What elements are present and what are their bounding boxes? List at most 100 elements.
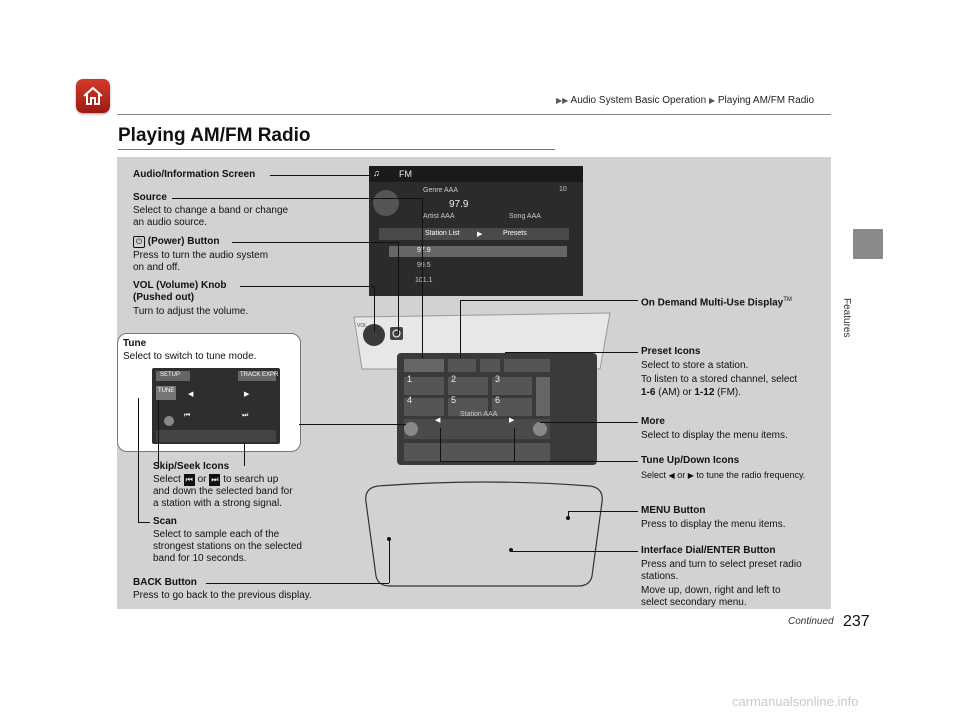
screen-band: FM: [399, 169, 412, 179]
label-menu: MENU Button: [641, 505, 706, 516]
dial-desc-4: select secondary menu.: [641, 597, 747, 608]
screen-tab-arrow-icon: ▶: [477, 231, 483, 238]
leader-line: [505, 352, 638, 353]
tune-mode-button[interactable]: TUNE: [158, 388, 175, 394]
leader-line: [460, 300, 461, 358]
label-preset: Preset Icons: [641, 346, 701, 357]
skip-desc-1: Select ⏮ or ⏭ to search up: [153, 474, 279, 486]
preset-icon[interactable]: [404, 377, 444, 395]
preset-desc-3: 1-6 (AM) or 1-12 (FM).: [641, 387, 742, 398]
source-button[interactable]: [404, 359, 444, 372]
fm-logo: [373, 190, 399, 216]
label-audio-screen: Audio/Information Screen: [133, 169, 256, 180]
screen-tab-station-list[interactable]: Station List: [425, 230, 460, 237]
label-scan: Scan: [153, 516, 177, 527]
preset-desc-2: To listen to a stored channel, select: [641, 374, 798, 385]
menu-desc: Press to display the menu items.: [641, 519, 786, 530]
source-desc-1: Select to change a band or change: [133, 205, 289, 216]
preset-icon[interactable]: [492, 398, 532, 416]
leader-line: [158, 400, 159, 466]
vol-label: VOL: [357, 323, 368, 329]
leader-line: [568, 511, 638, 512]
station-row-selected[interactable]: [389, 246, 567, 257]
home-icon: [83, 86, 103, 105]
leader-line: [172, 198, 422, 199]
seek-down-icon[interactable]: ⏮: [184, 412, 191, 419]
leader-line: [299, 424, 406, 425]
leader-line: [270, 175, 370, 176]
station-row[interactable]: 97.9: [417, 247, 431, 254]
section-tab[interactable]: [853, 229, 883, 259]
station-row[interactable]: 99.5: [417, 262, 431, 269]
continued-label: Continued: [788, 616, 834, 627]
leader-line: [240, 286, 374, 287]
label-vol-sub: (Pushed out): [133, 292, 195, 303]
preset-label-1: 1: [407, 374, 413, 384]
seek-forward-icon: ⏭: [209, 474, 221, 486]
label-skip: Skip/Seek Icons: [153, 461, 230, 472]
breadcrumb-arrow-icon: ▶▶: [556, 96, 569, 105]
screen-artist: Artist AAA: [423, 213, 455, 220]
leader-line: [389, 540, 390, 583]
skip-up-icon[interactable]: ▶: [244, 391, 250, 398]
tune-up-icon: ▶: [687, 471, 694, 480]
leader-line: [540, 422, 638, 423]
leader-line: [138, 398, 139, 522]
preset-icon[interactable]: [448, 398, 488, 416]
screen-tab-presets[interactable]: Presets: [503, 230, 527, 237]
home-button[interactable]: [76, 79, 110, 113]
leader-line: [138, 522, 150, 523]
skip-down-icon[interactable]: ◀: [188, 391, 194, 398]
preset-icon[interactable]: [448, 377, 488, 395]
tune-down-icon: ◀: [668, 471, 675, 480]
tune-title: Tune: [123, 338, 147, 349]
preset-icon[interactable]: [492, 377, 532, 395]
breadcrumb-link-audio[interactable]: Audio System Basic Operation: [570, 95, 707, 106]
center-console: [353, 312, 611, 465]
station-row[interactable]: 101.1: [415, 277, 433, 284]
power-desc-2: on and off.: [133, 262, 181, 273]
seek-up-icon[interactable]: ⏭: [242, 412, 249, 419]
scan-desc-3: band for 10 seconds.: [153, 553, 247, 564]
power-button[interactable]: [390, 327, 403, 340]
header-divider: [117, 114, 831, 115]
label-dial: Interface Dial/ENTER Button: [641, 545, 776, 556]
screen-genre: Genre AAA: [423, 187, 459, 194]
leader-line: [440, 428, 441, 461]
leader-line: [422, 198, 423, 358]
audio-screen: ♫ FM Genre AAA 10 97.9 Artist AAA Song A…: [369, 166, 583, 296]
label-tune-updown: Tune Up/Down Icons: [641, 455, 740, 466]
tune-down-icon[interactable]: ◀: [435, 417, 441, 424]
section-label: Features: [841, 298, 852, 338]
preset-label-2: 2: [451, 374, 457, 384]
power-icon: ⏻: [133, 236, 145, 248]
leader-line: [568, 511, 569, 519]
leader-line: [374, 286, 375, 332]
breadcrumb: ▶▶ Audio System Basic Operation ▶ Playin…: [556, 95, 814, 106]
page-number: 237: [843, 613, 870, 630]
preset-scroll-button[interactable]: [536, 377, 550, 416]
volume-knob[interactable]: [363, 324, 385, 346]
preset-label-5: 5: [451, 395, 457, 405]
screen-frequency: 97.9: [449, 199, 469, 210]
back-button[interactable]: [387, 537, 391, 541]
preset-label-4: 4: [407, 395, 413, 405]
vol-desc: Turn to adjust the volume.: [133, 306, 249, 317]
label-source: Source: [133, 192, 167, 203]
scan-icon[interactable]: [164, 416, 174, 426]
power-desc-1: Press to turn the audio system: [133, 250, 269, 261]
more-icon[interactable]: [533, 422, 547, 436]
preset-icon[interactable]: [404, 398, 444, 416]
leader-line: [511, 551, 638, 552]
screen-song: Song AAA: [509, 213, 541, 220]
watermark: carmanualsonline.info: [732, 694, 859, 709]
skip-desc-3: a station with a strong signal.: [153, 498, 282, 509]
tune-up-icon[interactable]: ▶: [509, 417, 515, 424]
label-power: ⏻ (Power) Button: [133, 236, 219, 248]
console-station-name: Station AAA: [460, 411, 498, 418]
tune-setup-button[interactable]: SETUP: [160, 372, 181, 378]
breadcrumb-link-radio[interactable]: Playing AM/FM Radio: [717, 95, 815, 106]
tune-icon[interactable]: [404, 422, 418, 436]
tune-track-button[interactable]: TRACK EXPR: [240, 372, 279, 378]
leader-line: [232, 242, 398, 243]
